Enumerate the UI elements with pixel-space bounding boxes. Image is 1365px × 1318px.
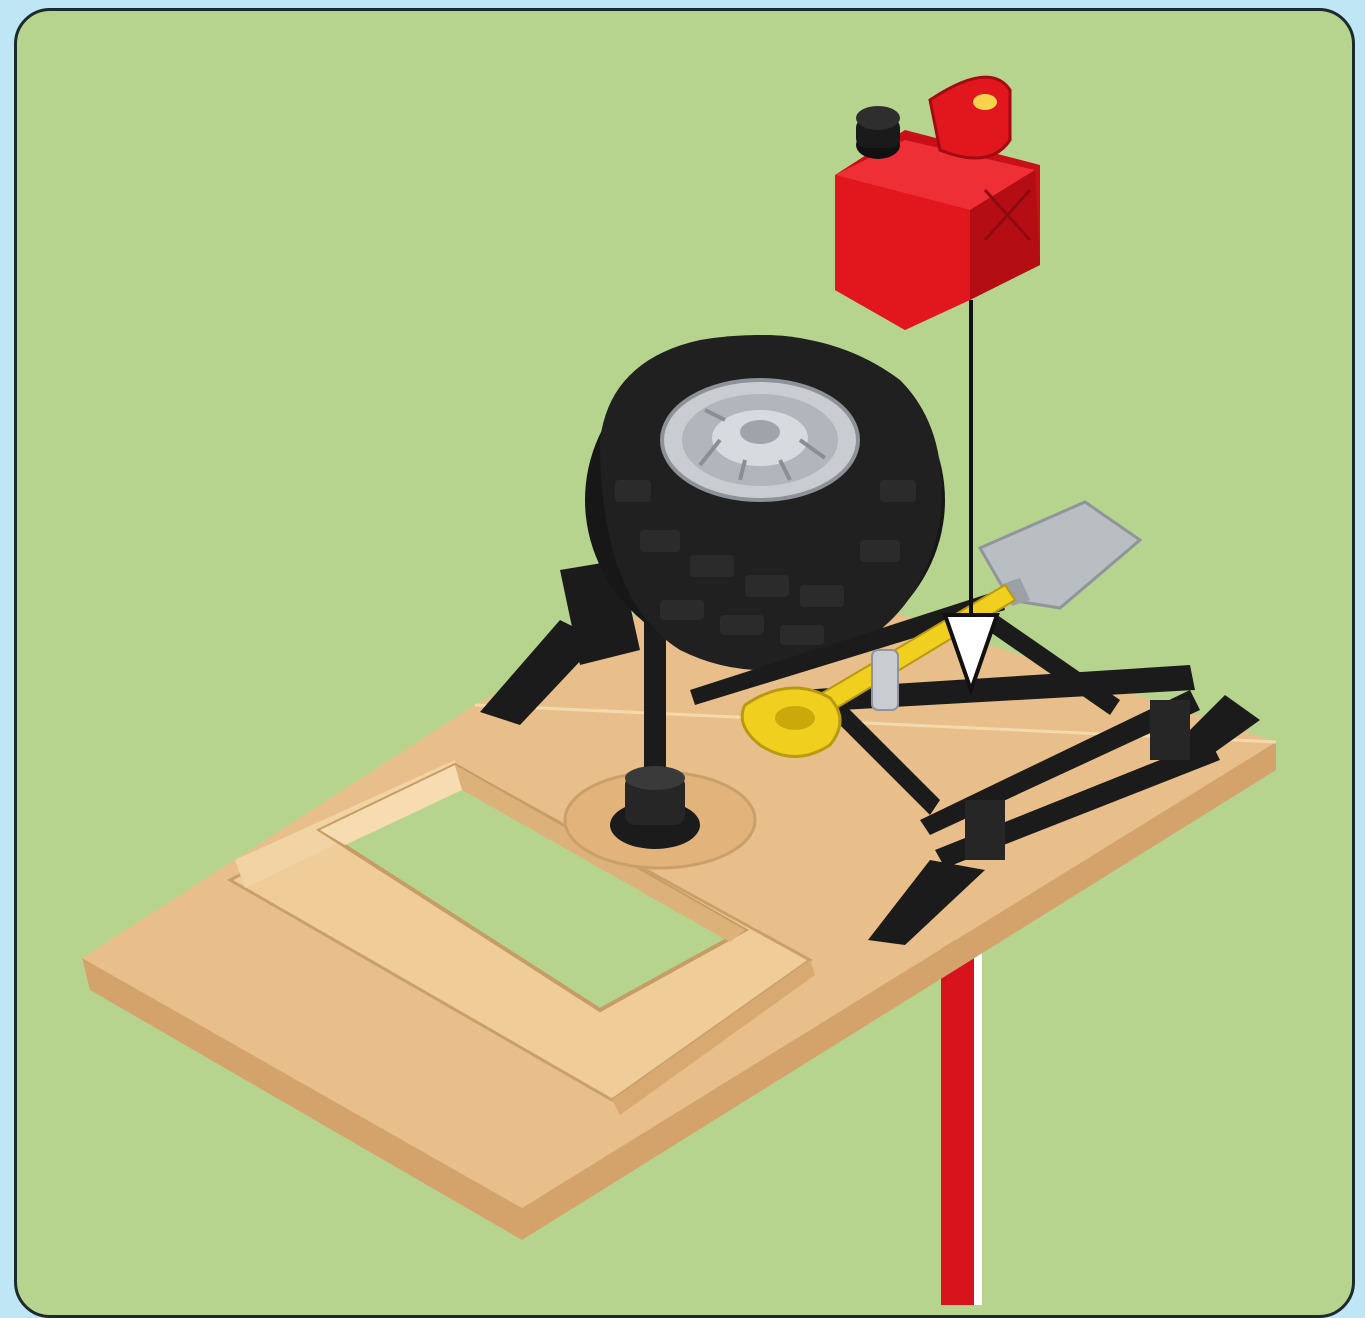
jerry-can-icon [835, 77, 1040, 330]
indicator-bar [941, 940, 982, 1305]
base-plate [82, 560, 1276, 1240]
down-arrow-icon [945, 300, 997, 690]
